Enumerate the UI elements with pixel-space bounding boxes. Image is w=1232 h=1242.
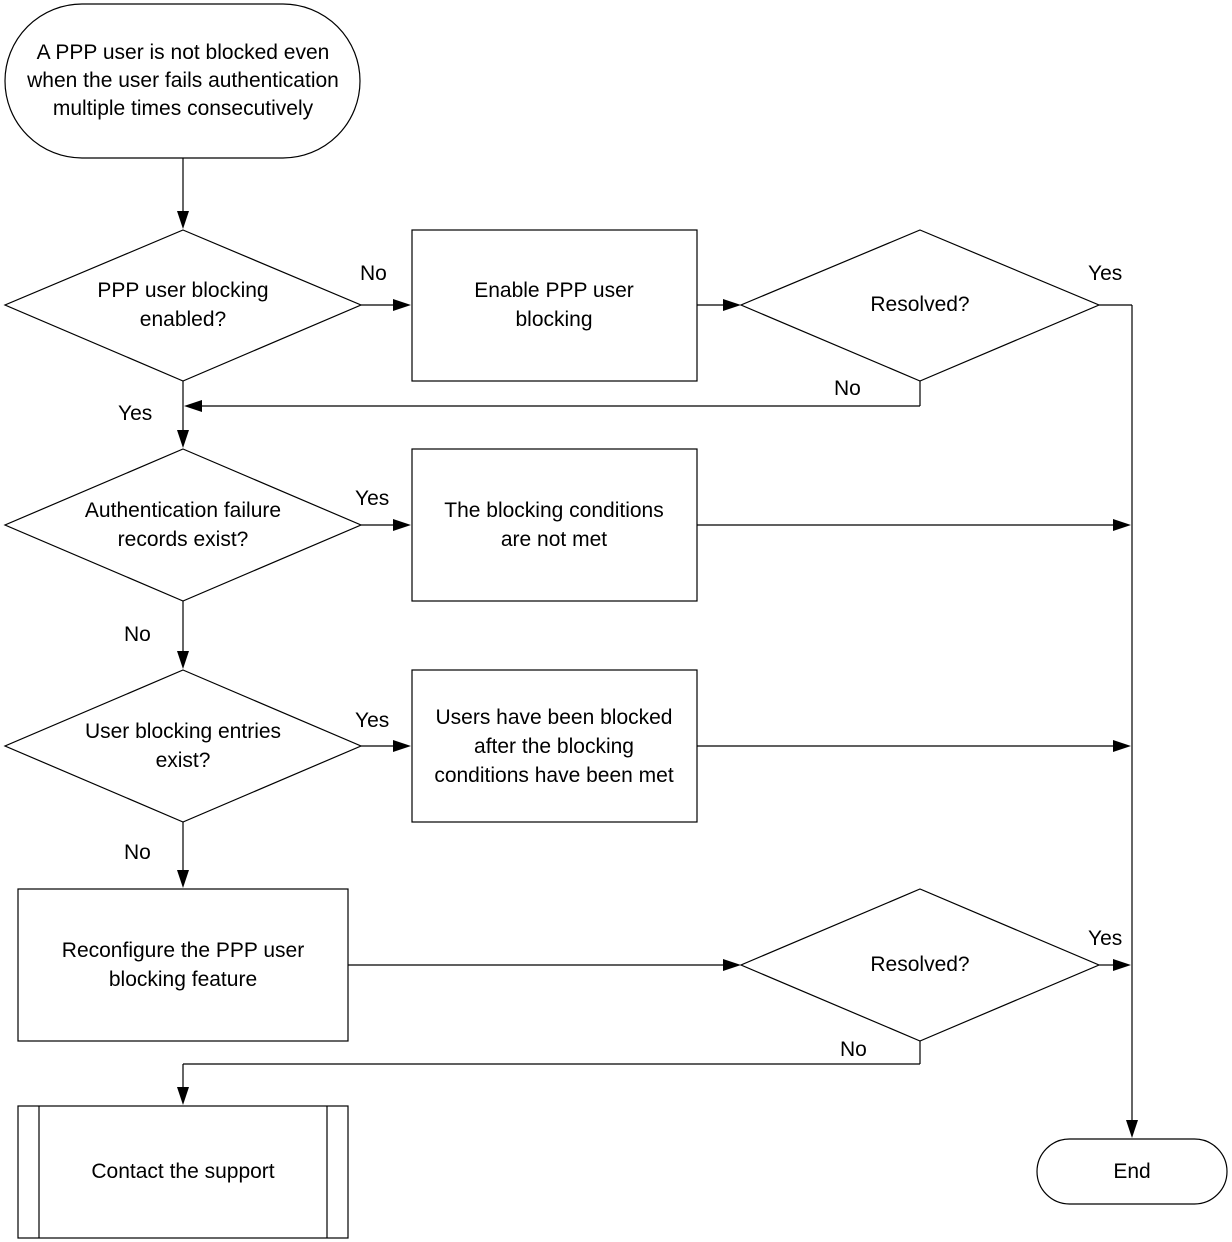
entries-text-line-1: User blocking entries (85, 720, 281, 743)
label-enabled-yes: Yes (118, 402, 152, 425)
enabled-text-line-1: PPP user blocking (97, 279, 268, 302)
label-resolved1-no: No (834, 377, 861, 400)
connector-entries-yes (361, 740, 411, 752)
resolved1-text: Resolved? (870, 293, 969, 316)
reconfigure-text-line-1: Reconfigure the PPP user (62, 939, 304, 962)
predefined-process-support (17, 1105, 349, 1239)
decision-failure-records (3, 448, 363, 602)
start-text-line-3: multiple times consecutively (53, 97, 314, 120)
support-text: Contact the support (91, 1160, 274, 1183)
blocked-text-line-2: after the blocking (474, 735, 634, 758)
connector-resolved1-yes-to-end (1099, 304, 1138, 1138)
not-met-text-line-1: The blocking conditions (444, 499, 663, 522)
connector-enabled-no (361, 299, 411, 311)
start-text-line-2: when the user fails authentication (26, 69, 339, 92)
label-resolved2-no: No (840, 1038, 867, 1061)
connector-resolved1-no-back (184, 381, 921, 412)
connector-blocked-to-end (697, 740, 1131, 752)
connector-entries-no (177, 822, 189, 888)
start-text-line-1: A PPP user is not blocked even (37, 41, 330, 64)
label-records-no: No (124, 623, 151, 646)
records-text-line-2: records exist? (118, 528, 249, 551)
not-met-text-line-2: are not met (501, 528, 607, 551)
process-conditions-not-met (411, 448, 698, 602)
label-resolved2-yes: Yes (1088, 927, 1122, 950)
process-reconfigure (17, 888, 349, 1042)
label-enabled-no: No (360, 262, 387, 285)
connector-not-met-to-end (697, 519, 1131, 531)
blocked-text-line-1: Users have been blocked (436, 706, 673, 729)
enable-box-text-line-2: blocking (515, 308, 592, 331)
connector-records-no (177, 601, 189, 669)
enabled-text-line-2: enabled? (140, 308, 226, 331)
blocked-text-line-3: conditions have been met (434, 764, 673, 787)
label-entries-yes: Yes (355, 709, 389, 732)
connector-enabled-yes (177, 381, 189, 448)
process-users-blocked (411, 669, 698, 823)
enable-box-text-line-1: Enable PPP user (474, 279, 634, 302)
reconfigure-text-line-2: blocking feature (109, 968, 257, 991)
label-resolved1-yes: Yes (1088, 262, 1122, 285)
label-entries-no: No (124, 841, 151, 864)
connector-reconfigure-to-resolved2 (348, 959, 741, 971)
connector-resolved2-no-to-support (177, 1041, 921, 1105)
connector-enable-to-resolved1 (697, 299, 741, 311)
decision-blocking-entries (3, 669, 363, 823)
process-enable-blocking (411, 229, 698, 382)
end-text: End (1113, 1160, 1150, 1183)
records-text-line-1: Authentication failure (85, 499, 281, 522)
connector-resolved2-yes (1099, 959, 1131, 971)
connector-start-to-enabled (177, 158, 189, 229)
connector-records-yes (361, 519, 411, 531)
resolved2-text: Resolved? (870, 953, 969, 976)
end-terminator (1036, 1138, 1228, 1205)
entries-text-line-2: exist? (156, 749, 211, 772)
decision-blocking-enabled (3, 229, 363, 382)
label-records-yes: Yes (355, 487, 389, 510)
